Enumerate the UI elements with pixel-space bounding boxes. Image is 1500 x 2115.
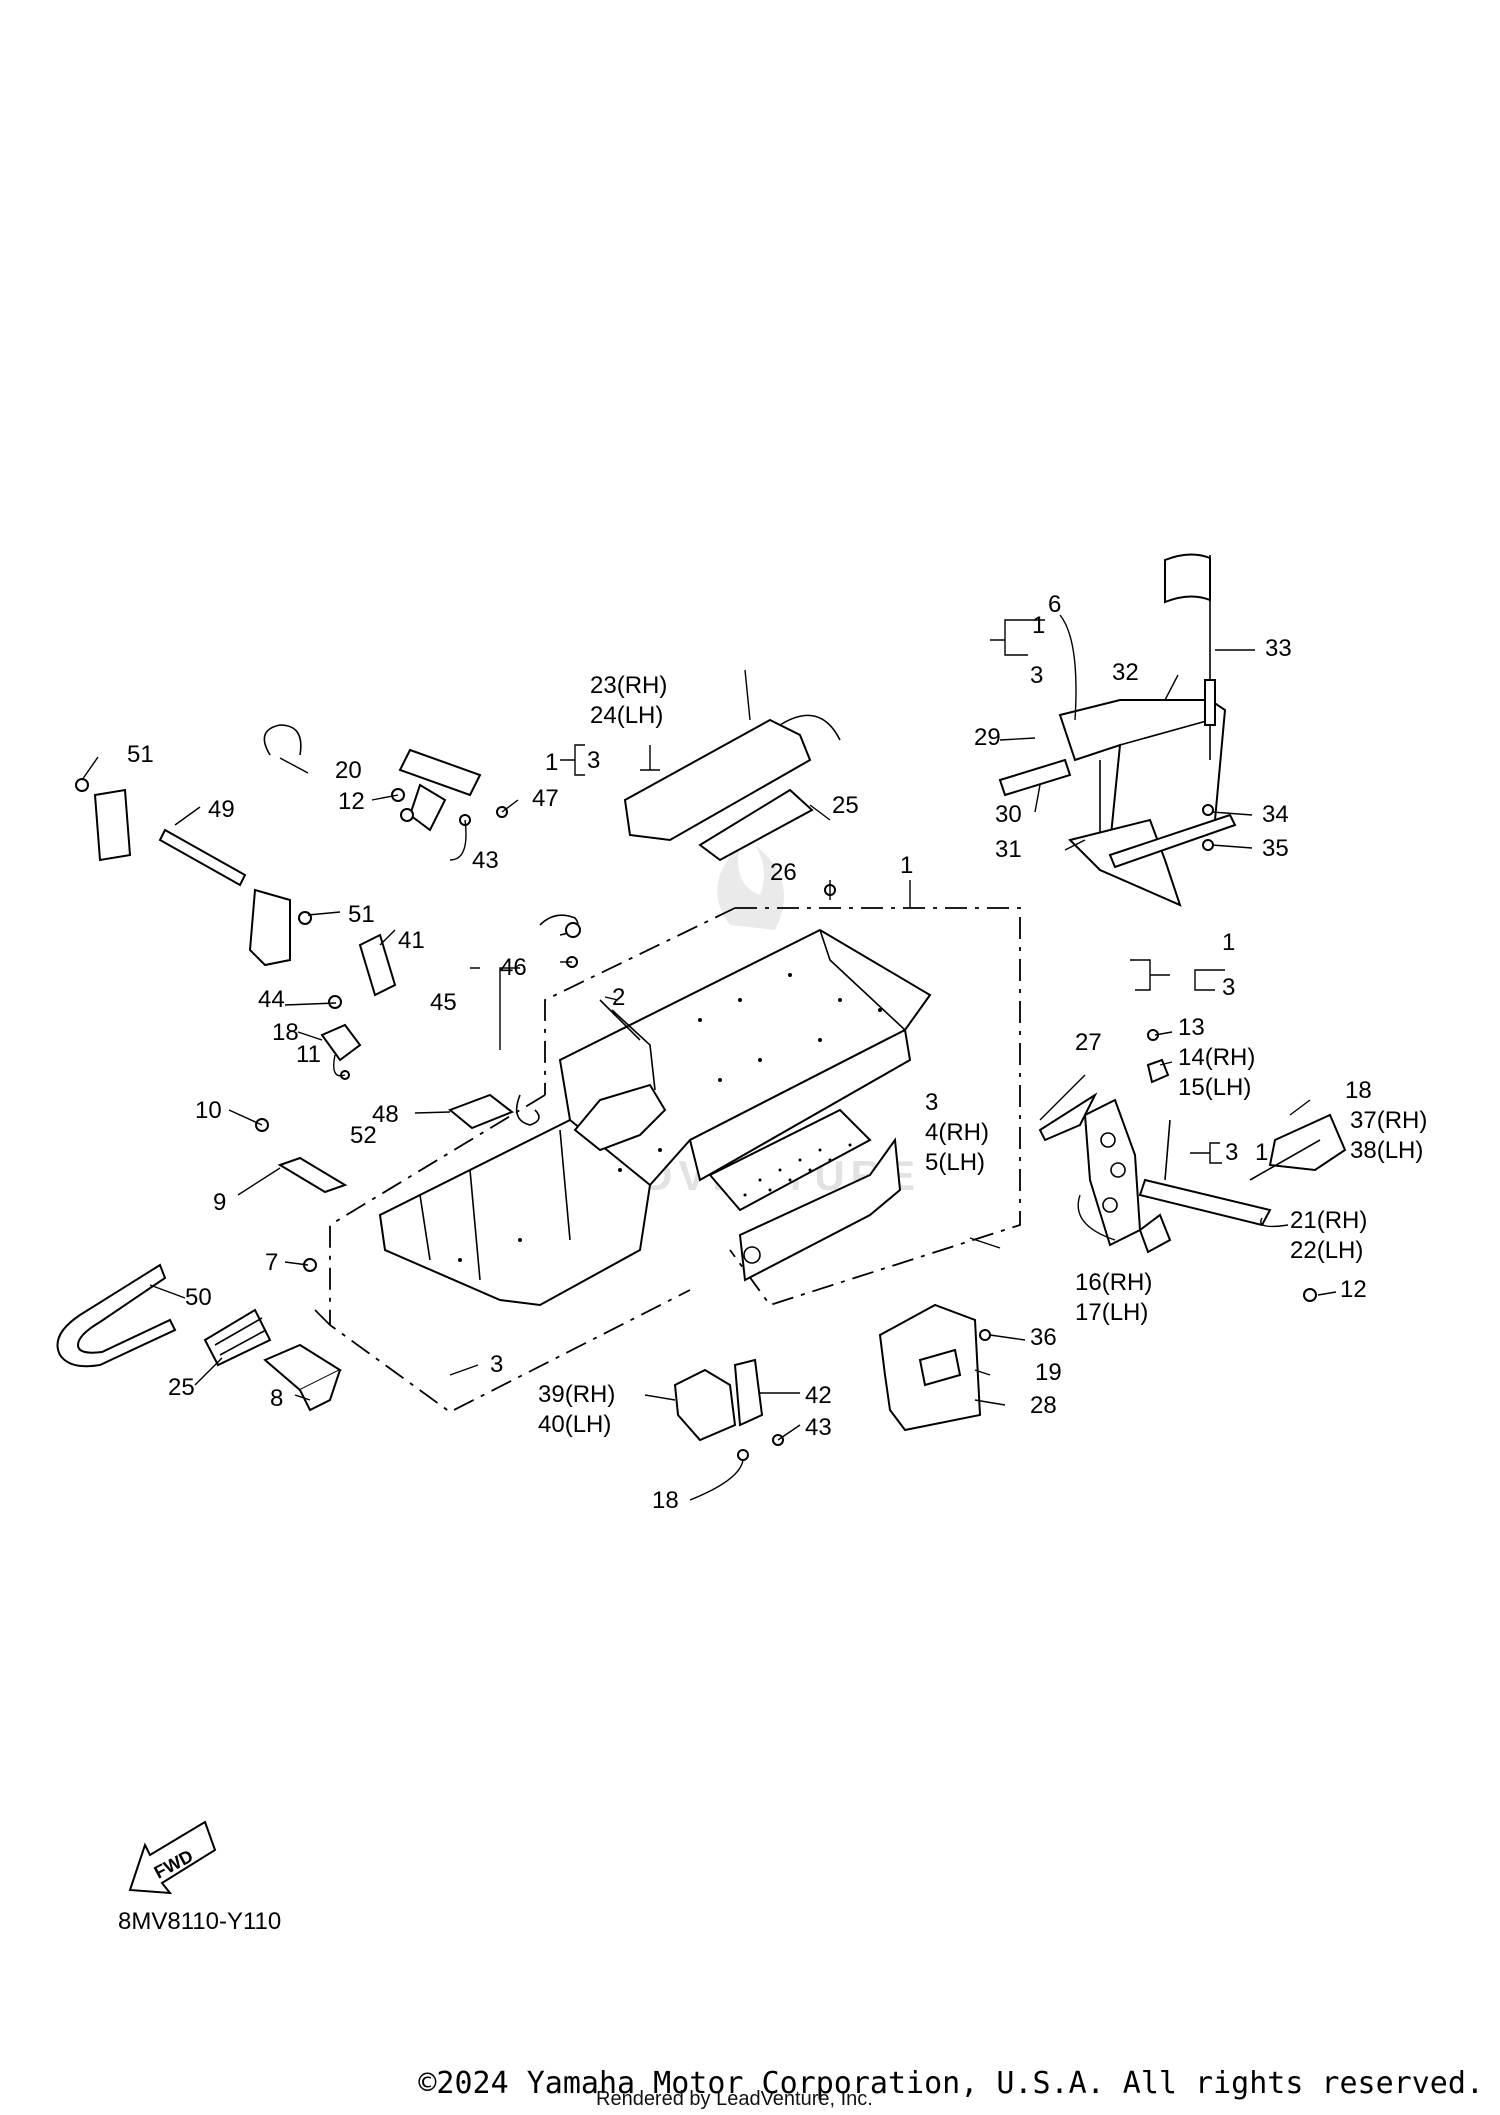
callout-47: 47 [532,785,559,812]
callout-24: 24(LH) [590,702,663,729]
callout-34: 34 [1262,801,1289,828]
callout-44: 44 [258,986,285,1013]
lower-brackets [673,1358,784,1461]
callout-46: 46 [500,954,527,981]
fwd-arrow-icon: FWD [128,1820,217,1895]
callout-49: 49 [208,796,235,823]
callout-37: 37(RH) [1350,1107,1427,1134]
callout-12-left: 12 [338,788,365,815]
callout-51-bottom: 51 [348,901,375,928]
callout-15: 15(LH) [1178,1074,1251,1101]
hitch-bracket [263,1343,343,1412]
leader-lines [81,614,1337,1501]
callout-28: 28 [1030,1392,1057,1419]
rendered-by-notice: Rendered by LeadVenture, Inc. [596,2088,873,2110]
callout-40: 40(LH) [538,1411,611,1438]
callout-13: 13 [1178,1014,1205,1041]
callout-25-top: 25 [832,792,859,819]
callout-31: 31 [995,836,1022,863]
callout-48: 48 [372,1101,399,1128]
callout-35: 35 [1262,835,1289,862]
callout-11: 11 [296,1041,321,1068]
callout-3-f: 3 [1225,1139,1238,1166]
callout-1-d: 1 [1222,929,1235,956]
callout-33: 33 [1265,635,1292,662]
copyright-notice: ©2024 Yamaha Motor Corporation, U.S.A. A… [418,2066,1484,2101]
plate-27 [1038,1092,1098,1142]
guard [878,1303,991,1432]
callout-12-right: 12 [1340,1276,1367,1303]
grab-bracket [320,933,397,1080]
callout-25-bottom: 25 [168,1374,195,1401]
callout-36: 36 [1030,1324,1057,1351]
callout-43-bottom: 43 [805,1414,832,1441]
callout-19: 19 [1035,1359,1062,1386]
callout-1-b: 1 [900,852,913,879]
callout-23: 23(RH) [590,672,667,699]
key-switch [515,914,581,1126]
callout-26: 26 [770,859,797,886]
callout-1-e: 1 [1255,1139,1268,1166]
callout-18-right: 18 [1345,1077,1372,1104]
callout-52: 52 [350,1122,377,1149]
callout-5: 5(LH) [925,1149,985,1176]
callout-3-e: 3 [490,1351,503,1378]
callout-6: 6 [1048,591,1061,618]
callout-29: 29 [974,724,1001,751]
callout-32: 32 [1112,659,1139,686]
callout-7: 7 [265,1249,278,1276]
callout-21: 21(RH) [1290,1207,1367,1234]
callout-50: 50 [185,1284,212,1311]
callout-20: 20 [335,757,362,784]
callout-45: 45 [430,989,457,1016]
callout-2: 2 [612,984,625,1011]
diagram-code: 8MV8110-Y110 [118,1908,282,1935]
callout-16: 16(RH) [1075,1269,1152,1296]
stay-assembly [75,778,312,967]
callout-14: 14(RH) [1178,1044,1255,1071]
callout-51-top: 51 [127,741,154,768]
frame-holes [458,973,882,1262]
callout-18-left: 18 [272,1019,299,1046]
callout-9: 9 [213,1189,226,1216]
callout-43-top: 43 [472,847,499,874]
callout-27: 27 [1075,1029,1102,1056]
bracket-9 [277,1156,348,1194]
callout-30: 30 [995,801,1022,828]
callout-8: 8 [270,1385,283,1412]
callout-labels: 51 49 51 20 12 43 47 23(RH) 24(LH) 1 3 2… [127,591,1427,1514]
callout-41: 41 [398,927,425,954]
callout-1-c: 1 [1032,612,1045,639]
callout-3-d: 3 [1222,974,1235,1001]
callout-22: 22(LH) [1290,1237,1363,1264]
frame-assembly [314,907,1021,1414]
callout-42: 42 [805,1382,832,1409]
callout-39: 39(RH) [538,1381,615,1408]
callout-4: 4(RH) [925,1119,989,1146]
seat-bracket [391,748,508,832]
callout-1-a: 1 [545,749,558,776]
side-plate [738,1137,902,1282]
clamp-20 [263,724,302,756]
callout-17: 17(LH) [1075,1299,1148,1326]
side-rail [623,714,841,862]
cargo-rack [998,553,1237,907]
callout-10: 10 [195,1097,222,1124]
callout-3-b: 3 [925,1089,938,1116]
callout-3-a: 3 [587,747,600,774]
rear-bumper [56,1263,272,1368]
callout-38: 38(LH) [1350,1137,1423,1164]
label-48 [448,1093,514,1130]
callout-3-c: 3 [1030,662,1043,689]
mesh-dots [743,1143,852,1197]
step-bracket-right [1083,1029,1347,1302]
callout-18-bottom: 18 [652,1487,679,1514]
